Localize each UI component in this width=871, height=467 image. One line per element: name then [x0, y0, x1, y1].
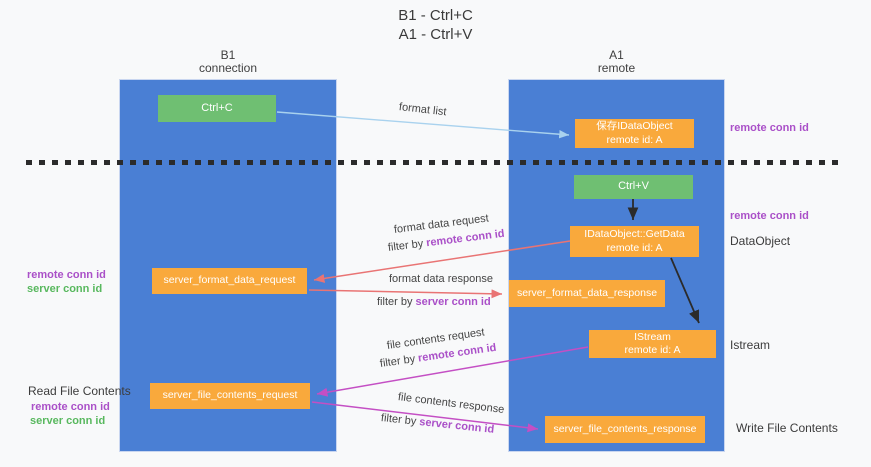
- lifeline-a1-name: A1: [609, 48, 624, 62]
- lifeline-header-a1: A1 remote: [508, 49, 725, 75]
- remote-conn-id-term: remote conn id: [425, 227, 506, 250]
- box-ctrl-v: Ctrl+V: [574, 175, 693, 199]
- box-idataobject-getdata-line1: IDataObject::GetData: [584, 228, 685, 241]
- box-istream-line2: remote id: A: [624, 344, 681, 356]
- filter-by-text: filter by: [377, 296, 416, 308]
- box-idataobject-getdata: IDataObject::GetData remote id: A: [570, 226, 699, 257]
- label-dataobject: DataObject: [730, 234, 791, 248]
- box-idataobject-getdata-line2: remote id: A: [606, 241, 663, 254]
- diagram-title: B1 - Ctrl+C A1 - Ctrl+V: [0, 6, 871, 44]
- box-server-format-data-request-label: server_format_data_request: [163, 274, 296, 287]
- box-server-file-contents-response: server_file_contents_response: [545, 416, 705, 443]
- box-server-file-contents-request-label: server_file_contents_request: [162, 389, 298, 402]
- box-ctrl-c-label: Ctrl+C: [201, 101, 233, 114]
- label-filter-by-server-conn-id-1: filter by server conn id: [377, 296, 491, 308]
- box-server-format-data-response: server_format_data_response: [509, 280, 665, 307]
- label-read-file-contents: Read File Contents: [28, 384, 131, 398]
- box-server-file-contents-response-label: server_file_contents_response: [553, 422, 697, 435]
- label-filter-by-server-conn-id-2: filter by server conn id: [380, 412, 494, 436]
- lifeline-b1-name: B1: [220, 48, 236, 62]
- filter-by-text: filter by: [379, 352, 419, 370]
- label-server-conn-id-left-1: server conn id: [27, 283, 103, 295]
- box-server-format-data-request: server_format_data_request: [152, 268, 307, 294]
- label-file-contents-response: file contents response: [397, 391, 505, 416]
- box-save-idataobject-line2: remote id: A: [606, 133, 663, 146]
- label-format-data-response: format data response: [389, 273, 493, 285]
- server-conn-id-term: server conn id: [418, 416, 495, 436]
- filter-by-text: filter by: [380, 412, 420, 428]
- label-remote-conn-id-right-mid: remote conn id: [730, 210, 809, 222]
- lifeline-header-b1: B1 connection: [119, 49, 337, 75]
- label-write-file-contents: Write File Contents: [736, 421, 838, 435]
- label-remote-conn-id-right-top: remote conn id: [730, 122, 809, 134]
- label-istream: Istream: [730, 338, 771, 352]
- box-ctrl-v-label: Ctrl+V: [618, 180, 649, 193]
- lifeline-b1-role: connection: [198, 61, 258, 75]
- filter-by-text: filter by: [387, 237, 427, 254]
- label-remote-conn-id-left-2: remote conn id: [31, 401, 110, 413]
- box-server-format-data-response-label: server_format_data_response: [516, 286, 658, 299]
- box-save-idataobject-line1: 保存IDataObject: [596, 120, 673, 133]
- box-server-file-contents-request: server_file_contents_request: [150, 383, 310, 409]
- box-save-idataobject: 保存IDataObject remote id: A: [575, 119, 694, 148]
- box-istream: IStream remote id: A: [589, 330, 716, 358]
- label-remote-conn-id-left-1: remote conn id: [27, 269, 106, 281]
- title-line-1: B1 - Ctrl+C: [398, 7, 473, 24]
- copy-paste-separator-dashed-line: [26, 160, 838, 165]
- arrow-format-data-response: [308, 289, 503, 299]
- box-istream-line1: IStream: [634, 330, 671, 343]
- title-line-2: A1 - Ctrl+V: [398, 26, 473, 43]
- label-format-list: format list: [398, 101, 448, 119]
- label-server-conn-id-left-2: server conn id: [30, 415, 106, 427]
- lifeline-a1-role: remote: [597, 61, 636, 75]
- box-ctrl-c: Ctrl+C: [158, 95, 276, 122]
- server-conn-id-term: server conn id: [415, 296, 491, 308]
